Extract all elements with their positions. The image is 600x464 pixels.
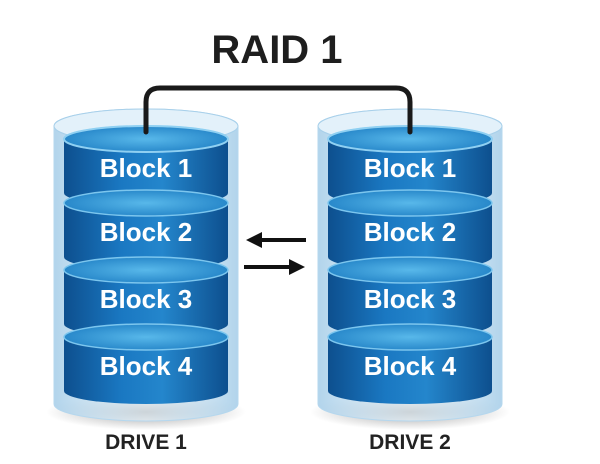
block-side (64, 203, 228, 270)
block-side (328, 139, 492, 206)
mirror-arrow-left-icon (246, 232, 306, 248)
block-label: Block 3 (100, 284, 193, 314)
block-side (328, 203, 492, 270)
block-side (64, 139, 228, 206)
mirror-arrow-right-icon (244, 259, 305, 275)
block-label: Block 4 (100, 351, 193, 381)
drive-1: Block 1 Block 2 Block 3 Block 4 (46, 108, 246, 430)
block-side (328, 337, 492, 404)
drive-block: Block 3 (327, 256, 493, 337)
block-label: Block 1 (364, 153, 457, 183)
block-side (328, 270, 492, 337)
drive-block: Block 3 (63, 256, 229, 337)
drive-2: Block 1 Block 2 Block 3 Block 4 (310, 108, 510, 430)
drive-1-label: DRIVE 1 (105, 431, 187, 454)
diagram-title: RAID 1 (211, 28, 342, 72)
block-label: Block 2 (100, 217, 193, 247)
block-top (63, 189, 229, 217)
mirror-connector-line (143, 85, 413, 135)
block-top (327, 256, 493, 284)
drive-block: Block 4 (327, 323, 493, 404)
block-label: Block 1 (100, 153, 193, 183)
block-side (64, 337, 228, 404)
block-label: Block 2 (364, 217, 457, 247)
drive-block: Block 2 (327, 189, 493, 270)
block-label: Block 3 (364, 284, 457, 314)
block-top (327, 189, 493, 217)
block-top (63, 323, 229, 351)
drive-block: Block 4 (63, 323, 229, 404)
block-side (64, 270, 228, 337)
block-top (327, 323, 493, 351)
drive-2-label: DRIVE 2 (369, 431, 451, 454)
block-top (63, 256, 229, 284)
drive-block: Block 2 (63, 189, 229, 270)
block-label: Block 4 (364, 351, 457, 381)
